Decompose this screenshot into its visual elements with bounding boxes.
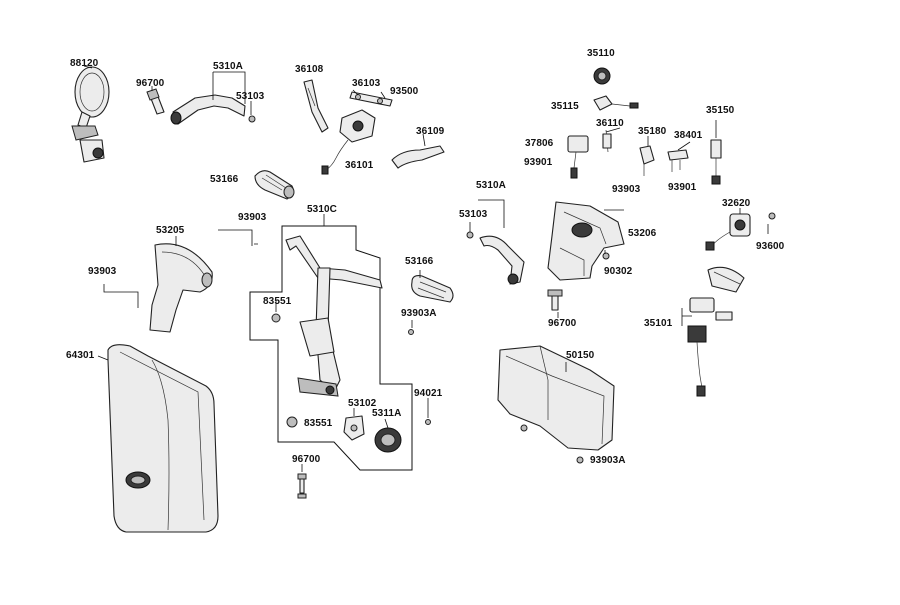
part-label-35110: 35110 xyxy=(587,48,615,59)
part-label-5310A: 5310A xyxy=(213,61,243,72)
grip-part xyxy=(254,170,295,200)
screw-part xyxy=(408,329,414,335)
part-label-93903A: 93903A xyxy=(401,308,437,319)
nut-part xyxy=(374,427,402,453)
mirror-part xyxy=(71,66,110,163)
sensor-part xyxy=(602,129,612,153)
part-label-93600: 93600 xyxy=(756,241,785,252)
part-label-5310C: 5310C xyxy=(307,204,337,215)
ignition-part xyxy=(687,266,745,397)
part-label-5311A: 5311A xyxy=(372,408,402,419)
part-label-53103-right: 53103 xyxy=(459,209,488,220)
part-label-93901-right: 93901 xyxy=(668,182,697,193)
part-label-53103: 53103 xyxy=(236,91,265,102)
clamp-part xyxy=(343,415,365,441)
part-label-93500: 93500 xyxy=(390,86,419,97)
part-label-93901: 93901 xyxy=(524,157,553,168)
switch-part xyxy=(639,145,655,176)
part-label-64301: 64301 xyxy=(66,350,95,361)
front-shield-part xyxy=(107,344,219,533)
part-label-36109: 36109 xyxy=(416,126,445,137)
part-label-93903: 93903 xyxy=(238,212,267,223)
bolt-part xyxy=(146,88,165,115)
part-label-36108: 36108 xyxy=(295,64,324,75)
inner-cover-part xyxy=(547,201,625,281)
part-label-90302: 90302 xyxy=(604,266,633,277)
bracket-part xyxy=(667,149,689,172)
socket-part xyxy=(705,213,751,251)
regulator-part xyxy=(710,139,722,185)
part-label-35180: 35180 xyxy=(638,126,667,137)
part-label-83551: 83551 xyxy=(263,296,292,307)
brake-lever-part-2 xyxy=(479,235,525,285)
glove-box-part xyxy=(497,345,615,451)
bolt-part-3 xyxy=(547,289,563,311)
part-label-36103: 36103 xyxy=(352,78,381,89)
part-label-37806: 37806 xyxy=(525,138,554,149)
part-label-32620: 32620 xyxy=(722,198,751,209)
relay-part xyxy=(593,95,639,111)
part-label-96700-lower: 96700 xyxy=(292,454,321,465)
part-label-93903A-right: 93903A xyxy=(590,455,626,466)
grip-part-2 xyxy=(411,275,454,303)
part-label-35101: 35101 xyxy=(644,318,673,329)
part-label-35115: 35115 xyxy=(551,101,579,112)
part-label-93903-right: 93903 xyxy=(612,184,641,195)
bolt-part-2 xyxy=(297,473,307,499)
front-cover-part xyxy=(149,243,213,333)
washer-part xyxy=(271,313,281,323)
screw-part-2 xyxy=(425,419,431,425)
part-label-88120: 88120 xyxy=(70,58,99,69)
part-label-93903-left: 93903 xyxy=(88,266,117,277)
part-label-94021: 94021 xyxy=(414,388,443,399)
switch-assembly-part xyxy=(303,79,445,175)
handlebar-group-frame xyxy=(249,225,413,471)
part-label-53166: 53166 xyxy=(210,174,239,185)
part-label-50150: 50150 xyxy=(566,350,595,361)
part-label-96700: 96700 xyxy=(136,78,165,89)
part-label-83551-lower: 83551 xyxy=(304,418,333,429)
flasher-part xyxy=(567,135,589,179)
washer-part-2 xyxy=(286,416,298,428)
part-label-96700-right: 96700 xyxy=(548,318,577,329)
part-label-53166-mid: 53166 xyxy=(405,256,434,267)
horn-part xyxy=(593,67,611,85)
handlebar-part xyxy=(285,235,383,397)
brake-lever-part xyxy=(170,94,256,125)
part-label-36110: 36110 xyxy=(596,118,624,129)
part-label-35150: 35150 xyxy=(706,105,735,116)
part-label-53206: 53206 xyxy=(628,228,657,239)
part-label-53102: 53102 xyxy=(348,398,377,409)
part-label-38401: 38401 xyxy=(674,130,703,141)
part-label-53205: 53205 xyxy=(156,225,185,236)
part-label-5310A-right: 5310A xyxy=(476,180,506,191)
part-label-36101: 36101 xyxy=(345,160,374,171)
